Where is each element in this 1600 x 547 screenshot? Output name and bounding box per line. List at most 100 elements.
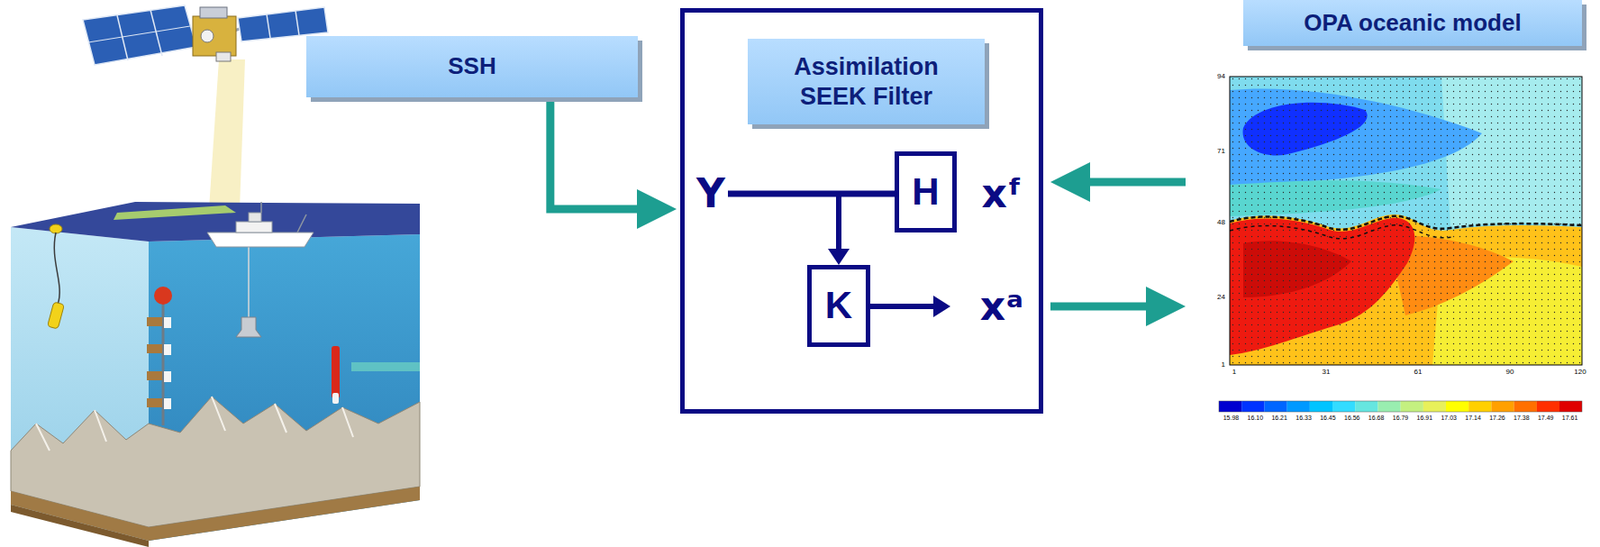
axis-tick: 120 (1573, 368, 1586, 377)
color-scale (1400, 400, 1424, 412)
ocean-instruments (163, 398, 172, 410)
scale-value: 16.68 (1368, 414, 1385, 422)
scale-value: 17.03 (1440, 414, 1457, 422)
arrow-shaft (1050, 302, 1150, 311)
ocean-block (113, 205, 237, 220)
ocean-instruments (351, 362, 420, 372)
satellite (88, 26, 191, 43)
scale-value: 16.45 (1319, 414, 1337, 422)
ocean-instruments (247, 245, 250, 318)
axis-tick: 24 (1217, 293, 1226, 302)
model-map (1229, 225, 1453, 239)
arrow-head (636, 189, 677, 229)
model-map (1229, 76, 1582, 365)
color-scale (1241, 400, 1264, 412)
scale-value: 17.26 (1489, 414, 1506, 422)
ocean-instruments (146, 317, 163, 327)
model-map (1229, 216, 1582, 230)
color-scale (1354, 400, 1378, 412)
color-scale (1218, 400, 1582, 412)
color-scale (1423, 400, 1446, 412)
color-scale (1263, 400, 1287, 412)
ocean-instruments (47, 224, 420, 426)
scale-value: 16.21 (1271, 414, 1288, 422)
color-scale (1309, 400, 1333, 412)
scale-value: 15.98 (1223, 414, 1240, 422)
ocean-instruments (331, 345, 340, 399)
satellite (192, 16, 237, 56)
scale-value: 16.10 (1247, 414, 1264, 422)
color-scale (1514, 400, 1537, 412)
altimeter-beam (209, 59, 246, 210)
source-label: SSH (447, 52, 496, 81)
color-scale (1218, 400, 1242, 412)
ocean-instruments (154, 286, 173, 305)
arrow-shaft (550, 97, 641, 210)
filter-signal-lines (836, 193, 842, 250)
axis-tick: 48 (1217, 218, 1226, 228)
ocean-block (36, 396, 354, 451)
operator-symbol: H (911, 169, 939, 215)
color-scale (1287, 400, 1310, 412)
ocean-block (10, 504, 149, 547)
color-scale (1490, 400, 1514, 412)
axis-tick: 1 (1221, 361, 1226, 370)
gain-box: K (807, 264, 871, 347)
scale-value: 17.61 (1562, 414, 1579, 422)
axis-tick: 71 (1217, 147, 1226, 156)
flow-arrow (550, 97, 677, 229)
scale-value: 16.56 (1344, 414, 1361, 422)
model-title: OPA oceanic model (1243, 0, 1582, 46)
model-map (1229, 76, 1582, 365)
ocean-instruments (47, 301, 65, 329)
satellite (266, 14, 271, 38)
satellite (295, 10, 300, 36)
ocean-instruments (146, 398, 163, 408)
ocean-instruments (163, 344, 172, 355)
filter-title: Assimilation SEEK Filter (774, 52, 958, 111)
arrow-head (1145, 286, 1186, 327)
ocean-instruments (332, 392, 339, 404)
arrow-shaft (1086, 178, 1186, 187)
axis-tick: 90 (1506, 368, 1515, 377)
color-scale (1559, 400, 1582, 412)
ship (248, 212, 262, 222)
axis-tick: 94 (1217, 72, 1226, 82)
axis-tick: 61 (1414, 368, 1423, 377)
color-scale (1377, 400, 1400, 412)
scale-value: 16.79 (1392, 414, 1410, 422)
color-scale (1445, 400, 1469, 412)
filter-title-box: Assimilation SEEK Filter (747, 38, 985, 125)
model-map (1229, 76, 1582, 365)
ship (207, 201, 314, 247)
model-map (1229, 76, 1582, 365)
signal-name: xᶠ (981, 172, 1023, 216)
satellite (150, 9, 163, 56)
ocean-instruments (236, 317, 262, 337)
scale-value: 17.49 (1537, 414, 1555, 422)
gain-symbol: K (825, 282, 853, 328)
model-map (1229, 76, 1582, 365)
altimeter-beam (209, 59, 246, 210)
ocean-instruments (163, 317, 172, 328)
axis-tick: 31 (1322, 368, 1331, 377)
arrow-head (1050, 162, 1091, 202)
flow-arrow (1050, 286, 1186, 327)
satellite (82, 5, 197, 65)
color-scale (1332, 400, 1355, 412)
flow-arrow (1050, 162, 1186, 202)
filter-signal-lines (870, 303, 935, 310)
ocean-block (10, 486, 420, 541)
operator-box: H (894, 151, 957, 233)
signal-name: xᵃ (980, 284, 1025, 328)
color-scale (1218, 400, 1582, 412)
ocean-instruments (146, 344, 163, 354)
satellite (200, 29, 214, 43)
scale-value: 16.91 (1417, 414, 1434, 422)
ocean-instruments (146, 371, 163, 381)
ship (260, 201, 263, 213)
color-scale (1536, 400, 1560, 412)
satellite (216, 52, 231, 62)
ocean-instruments (54, 232, 60, 305)
signal-name: Y (696, 172, 726, 216)
